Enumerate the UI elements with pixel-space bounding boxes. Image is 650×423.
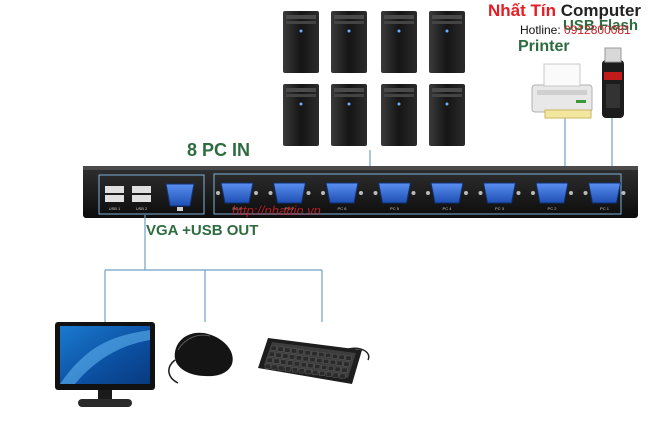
- pc-in-label: 8 PC IN: [187, 140, 251, 160]
- pc-tower-icon: [331, 11, 367, 73]
- pc-vga-port: PC 6: [321, 182, 363, 211]
- usb-port: USB 2: [132, 186, 151, 211]
- pc-vga-port: PC 8: [216, 182, 258, 211]
- keyboard-icon: [258, 338, 370, 384]
- pc-tower-icon: [283, 84, 319, 146]
- pc-tower-icon: [283, 11, 319, 73]
- hotline-label: Hotline:: [520, 23, 561, 37]
- mouse-icon: [168, 332, 233, 384]
- brand-name-red: Nhất Tín: [488, 1, 556, 20]
- brand-name: Nhất Tín Computer: [488, 1, 641, 21]
- vga-usb-out-label: VGA +USB OUT: [146, 222, 259, 239]
- pc-vga-port: PC 2: [531, 182, 573, 211]
- pc-towers: [283, 11, 465, 146]
- pc-vga-port: PC 5: [373, 182, 416, 211]
- kvm-switch: USB 1 USB 2 PC 8 PC 7 PC 6 PC 5 PC 4 PC 3 PC 2 P…: [83, 166, 638, 218]
- printer-label: Printer: [518, 38, 570, 55]
- vga-out-port: [165, 183, 195, 211]
- pc-vga-port: PC 1: [583, 182, 626, 211]
- watermark: http://nhattin.vn: [232, 203, 321, 218]
- pc-port-label: PC 4: [443, 206, 453, 211]
- pc-tower-icon: [381, 11, 417, 73]
- brand-name-dark: Computer: [560, 1, 642, 20]
- pc-tower-icon: [331, 84, 367, 146]
- pc-port-label: PC 6: [338, 206, 348, 211]
- output-connection-lines: [104, 215, 323, 322]
- pc-tower-icon: [429, 84, 465, 146]
- pc-port-label: PC 3: [495, 206, 505, 211]
- pc-port-label: PC 7: [285, 206, 295, 211]
- pc-port-label: PC 2: [548, 206, 558, 211]
- pc-port-label: PC 8: [233, 206, 243, 211]
- pc-vga-port: PC 3: [478, 182, 521, 211]
- usb-flash-label: USB Flash: [563, 17, 639, 34]
- monitor-icon: [55, 322, 155, 407]
- usb-port-label: USB 2: [136, 206, 148, 211]
- pc-tower-icon: [429, 11, 465, 73]
- usb-port-label: USB 1: [109, 206, 121, 211]
- hotline: Hotline: 0912800081: [520, 23, 631, 37]
- pc-vga-port: PC 4: [426, 182, 468, 211]
- hotline-number: 0912800081: [564, 23, 631, 37]
- pc-vga-port: PC 7: [268, 182, 311, 211]
- usb-port: USB 1: [105, 186, 124, 211]
- printer-icon: [531, 63, 593, 119]
- usb-flash-icon: [602, 47, 624, 118]
- pc-port-label: PC 1: [600, 206, 610, 211]
- pc-port-label: PC 5: [390, 206, 400, 211]
- pc-tower-icon: [381, 84, 417, 146]
